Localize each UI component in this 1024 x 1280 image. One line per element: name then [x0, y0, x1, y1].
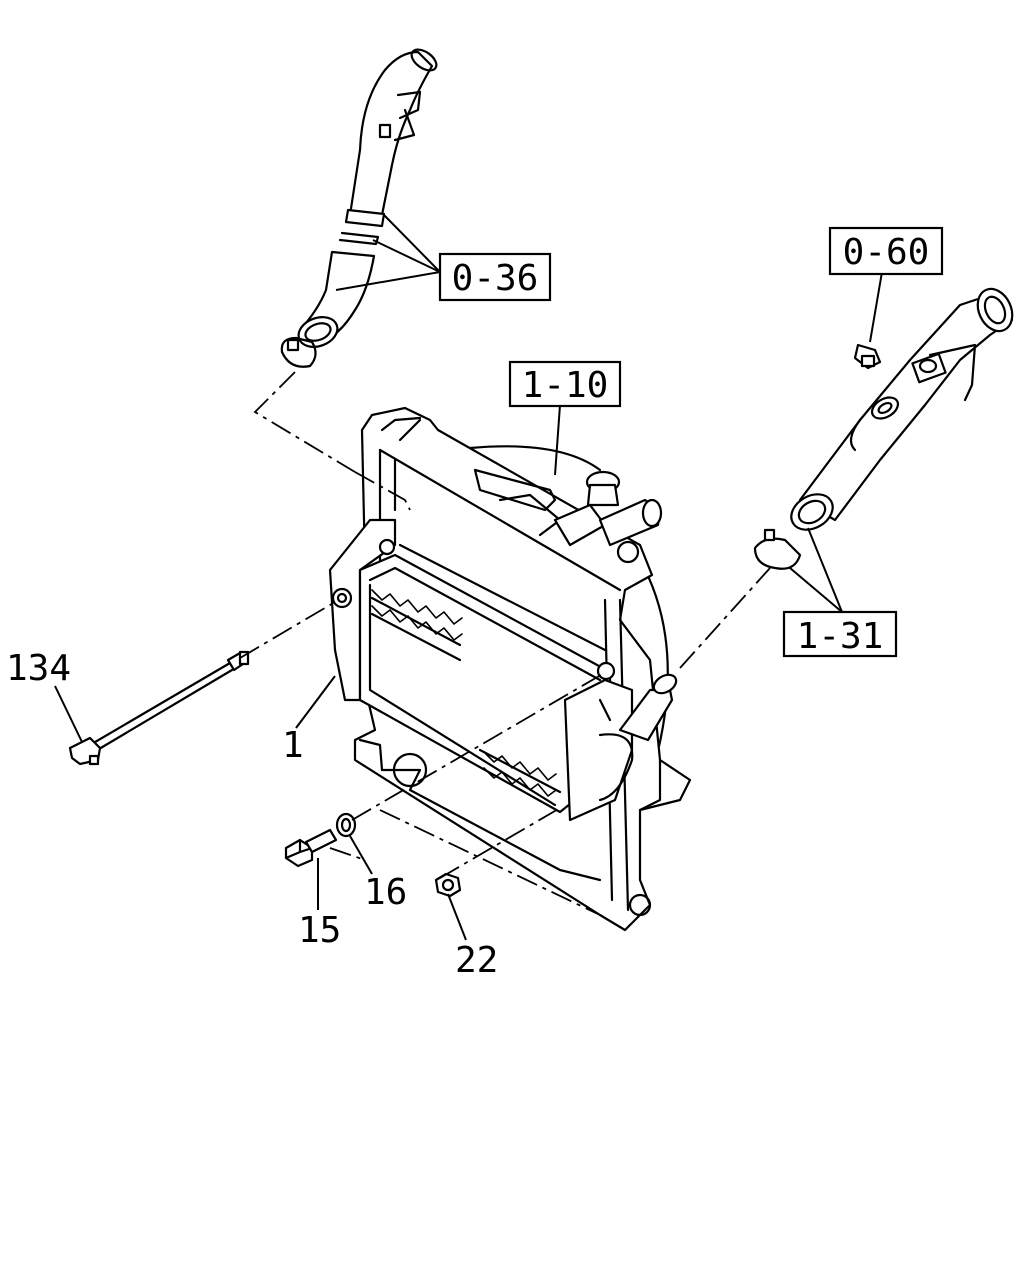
callout-0-36-label: 0-36 [452, 258, 539, 299]
sensor-wire [68, 650, 250, 766]
part-label-134: 134 [6, 648, 71, 689]
callout-0-60-label: 0-60 [843, 232, 930, 273]
washer-part-16 [335, 812, 357, 838]
center-lines [239, 371, 771, 916]
callout-1-10-label: 1-10 [522, 365, 609, 406]
part-label-1: 1 [282, 725, 304, 766]
bolt-part-15 [284, 828, 338, 868]
intercooler [328, 518, 678, 822]
part-label-15: 15 [298, 910, 341, 951]
callout-0-60[interactable]: 0-60 [828, 226, 944, 276]
callout-1-31-label: 1-31 [797, 616, 884, 657]
callout-0-36[interactable]: 0-36 [438, 252, 552, 302]
part-label-22: 22 [455, 940, 498, 981]
right-hose-assembly [753, 287, 1014, 570]
part-label-16: 16 [364, 872, 407, 913]
upper-left-hose [280, 48, 438, 368]
leader-lines [54, 214, 883, 941]
callout-1-10[interactable]: 1-10 [508, 360, 622, 408]
callout-1-31[interactable]: 1-31 [782, 610, 898, 658]
